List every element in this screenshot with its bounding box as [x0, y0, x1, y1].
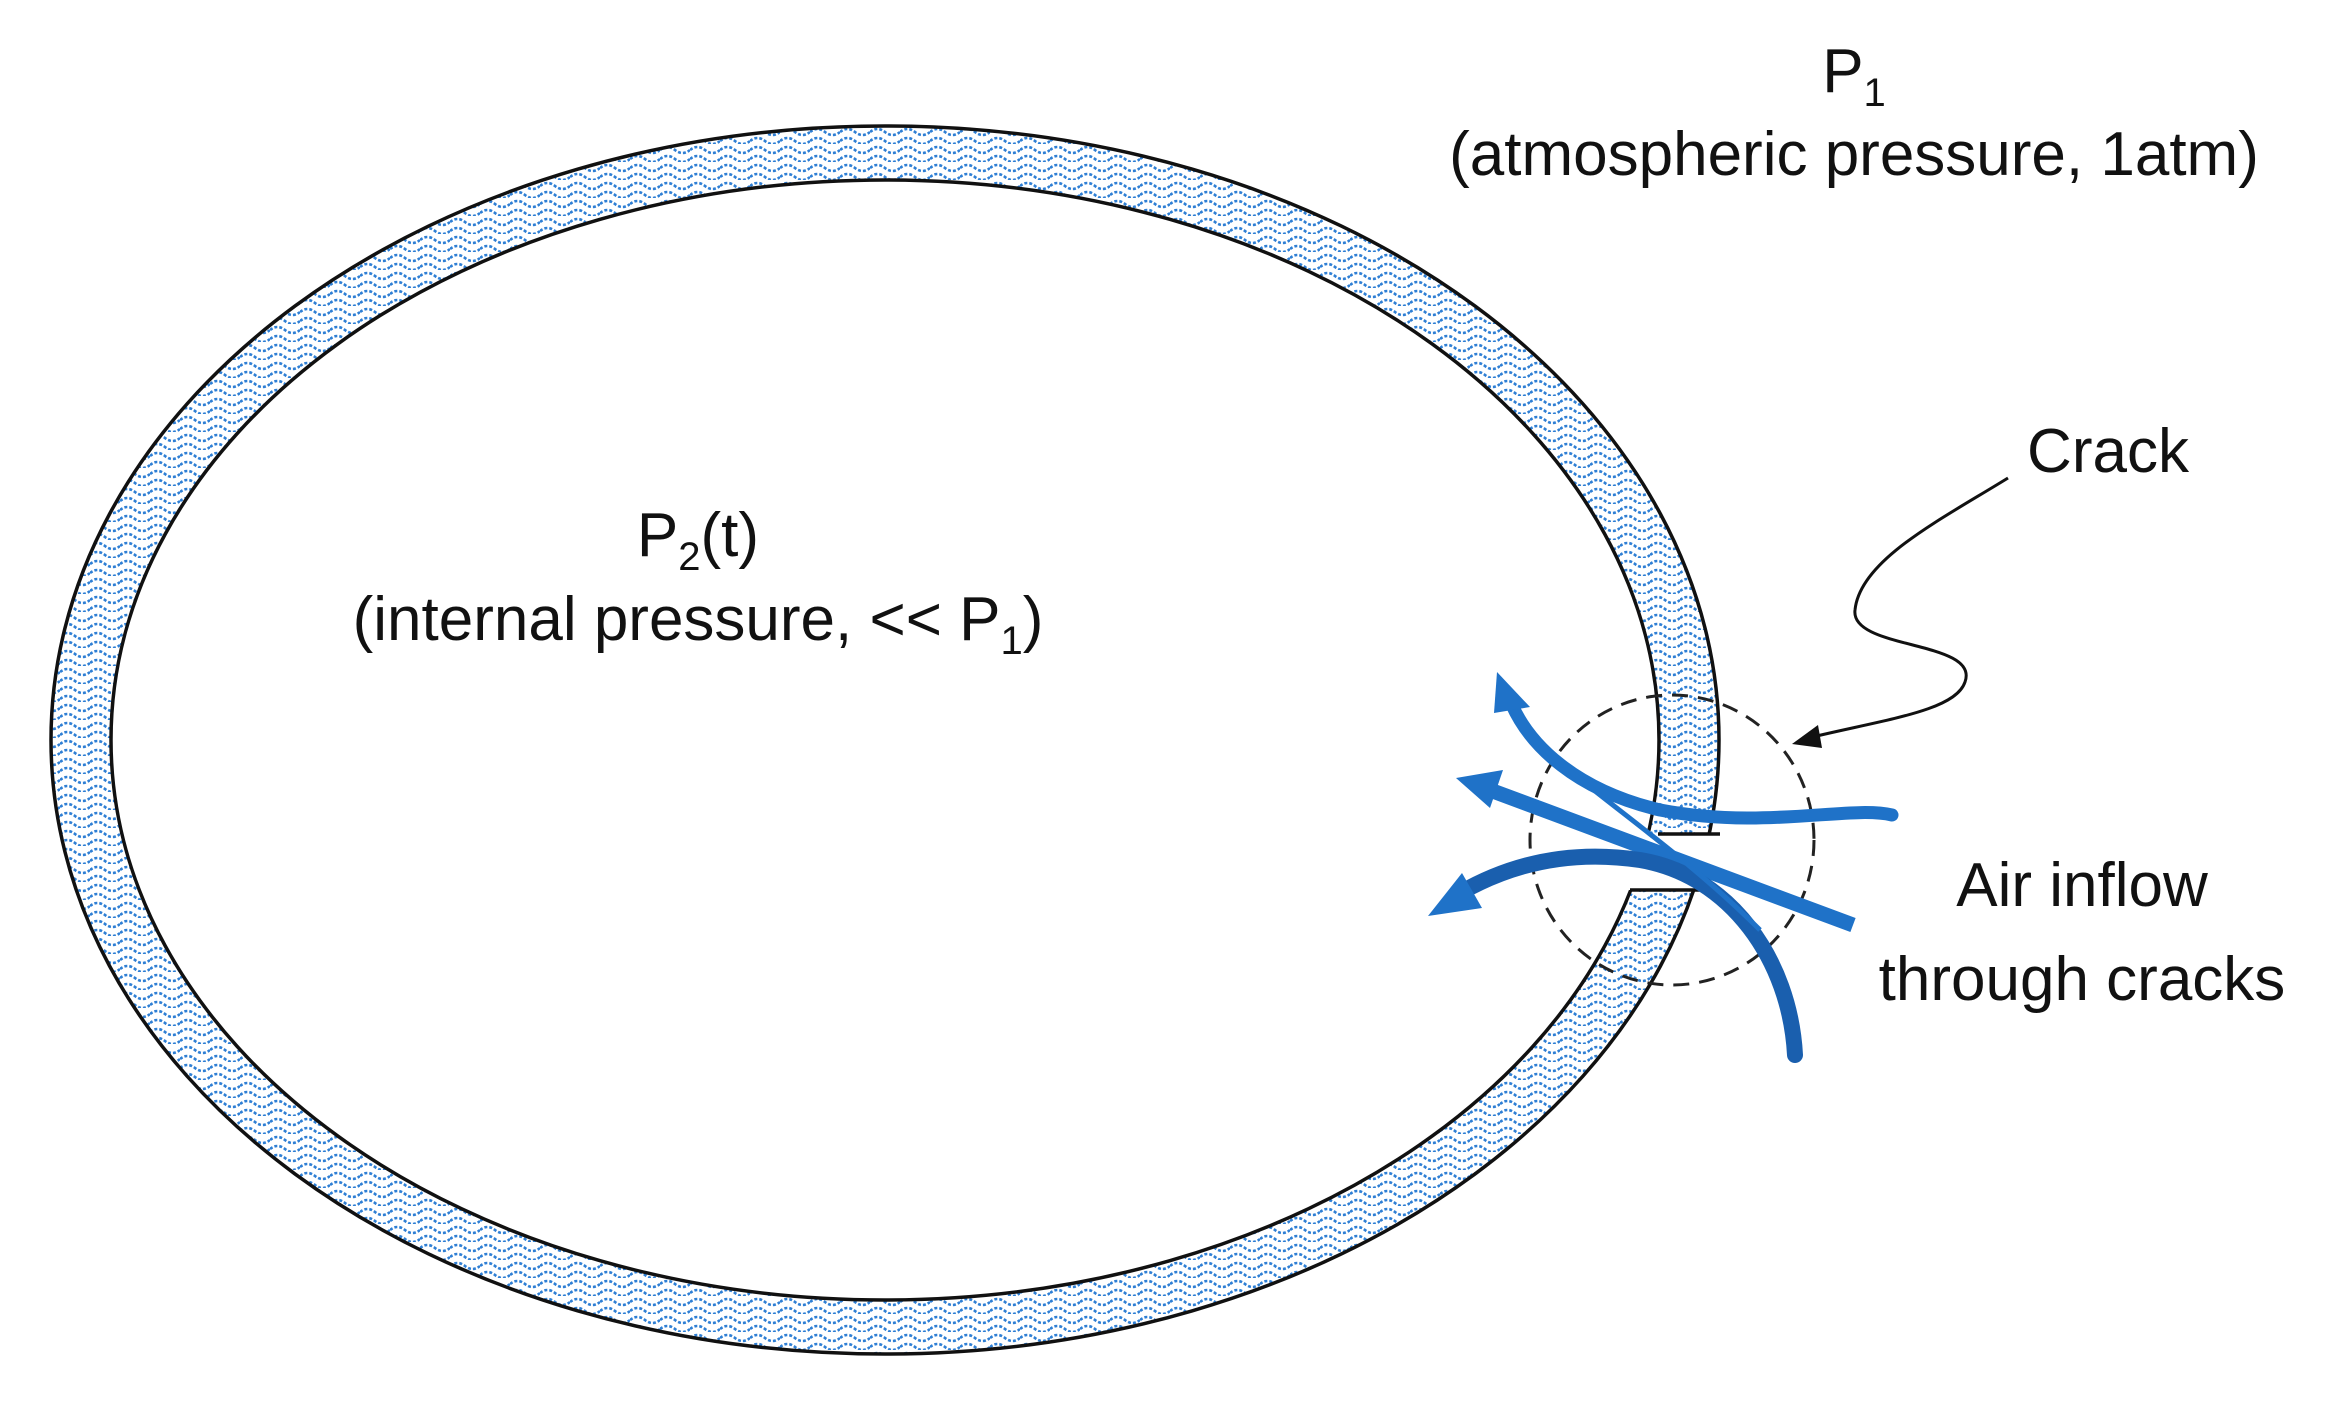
crack-pointer-arrowhead [1792, 725, 1822, 748]
crack-label: Crack [2027, 417, 2190, 486]
internal-pressure-label: P2(t) [637, 501, 759, 579]
inflow-arrow-middle-head [1456, 770, 1503, 808]
outside-pressure-description: (atmospheric pressure, 1atm) [1449, 120, 2259, 189]
outside-pressure-symbol: P [1822, 37, 1863, 106]
inflow-arrow-bottom-head [1428, 873, 1482, 916]
inflow-arrow-bottom [1452, 848, 1803, 1063]
inflow-arrow-top-head [1494, 672, 1530, 713]
outside-pressure-subscript: 1 [1864, 71, 1886, 115]
internal-pressure-subscript: 2 [678, 535, 700, 579]
inflow-streamline [1538, 743, 1762, 932]
air-inflow-arrows [1428, 672, 1899, 1063]
internal-pressure-desc-suffix: ) [1023, 585, 1044, 654]
internal-pressure-desc-subscript: 1 [1000, 619, 1022, 663]
air-inflow-label-line1: Air inflow [1956, 851, 2208, 920]
internal-pressure-desc-prefix: (internal pressure, << P [353, 585, 1001, 654]
inflow-arrow-middle [1487, 782, 1856, 933]
vessel-wall-fill [49, 124, 1721, 1356]
outside-pressure-label: P1 [1822, 37, 1886, 115]
internal-pressure-suffix: (t) [701, 501, 760, 570]
internal-pressure-description: (internal pressure, << P1) [353, 585, 1044, 663]
vessel-wall [49, 124, 1721, 1356]
internal-pressure-symbol: P [637, 501, 678, 570]
crack-highlight-circle [1528, 693, 1816, 987]
air-inflow-label-line2: through cracks [1879, 945, 2286, 1014]
crack-pointer-line [1799, 476, 2009, 742]
